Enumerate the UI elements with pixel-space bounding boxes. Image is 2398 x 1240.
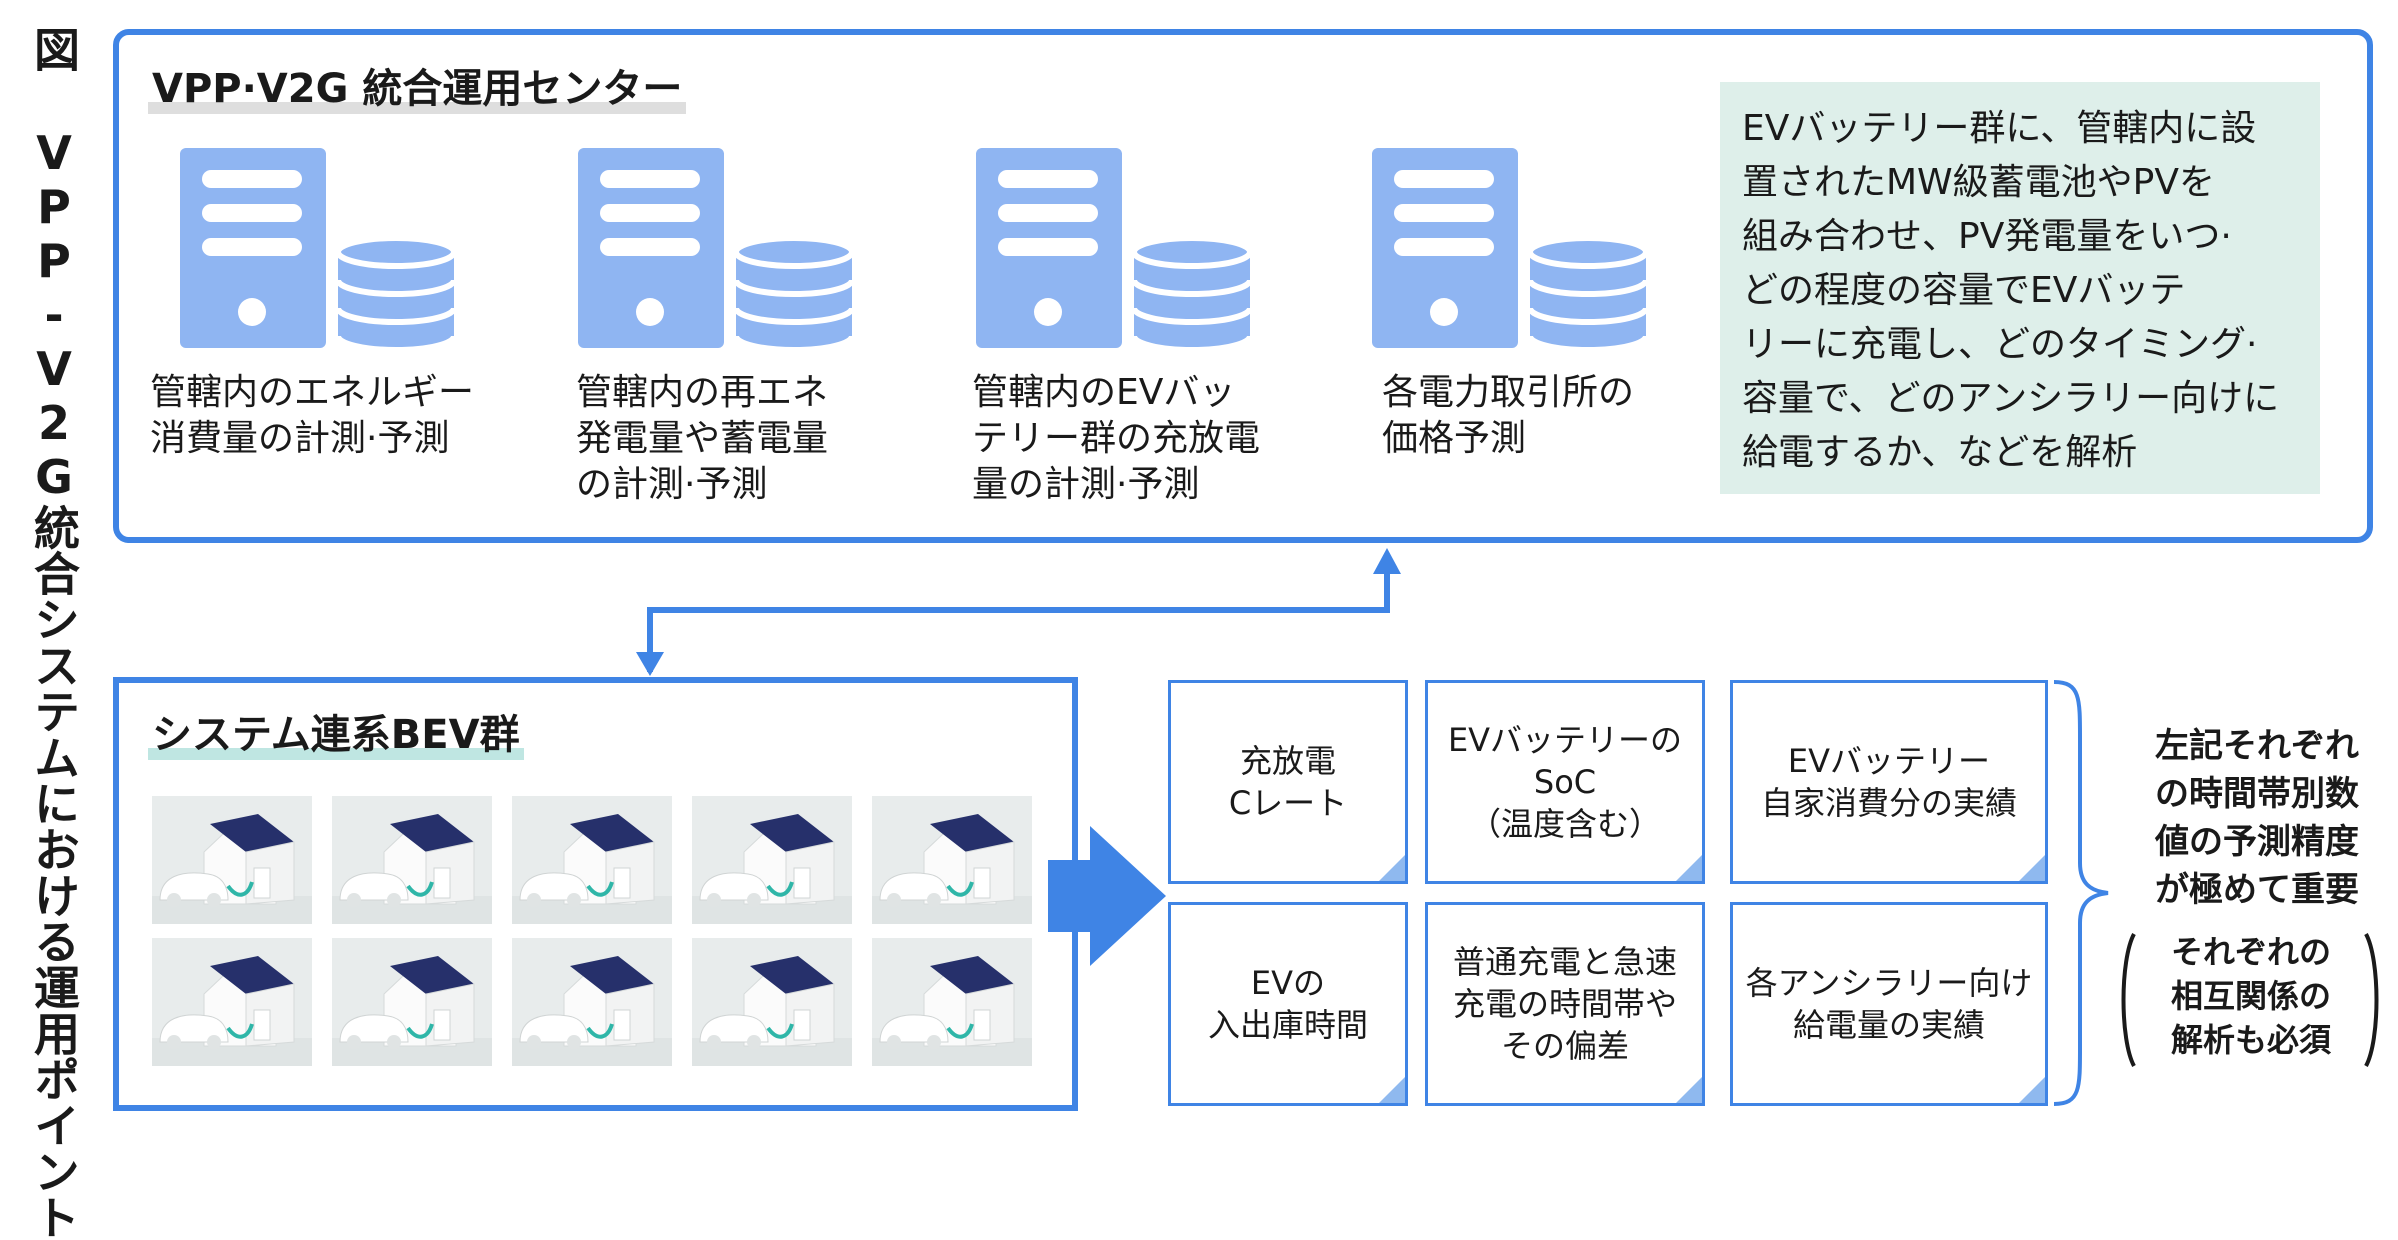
conclusion-text: 左記それぞれの時間帯別数値の予測精度が極めて重要	[2132, 722, 2382, 914]
text-line: 消費量の計測·予測	[150, 418, 450, 459]
text-line: EVバッテリー	[1787, 742, 1991, 780]
analysis-note: EVバッテリー群に、管轄内に設置されたMW級蓄電池やPVを組み合わせ、PV発電量…	[1720, 82, 2320, 494]
text-line: 置されたMW級蓄電池やPVを	[1742, 162, 2215, 203]
text-line: 相互関係の	[2170, 977, 2331, 1015]
text-line: 給電するか、などを解析	[1742, 432, 2138, 473]
center-item-label: 管轄内のEVバッテリー群の充放電量の計測·予測	[972, 370, 1260, 508]
text-line: が極めて重要	[2155, 870, 2359, 910]
center-item: 管轄内のエネルギー消費量の計測·予測	[150, 142, 474, 462]
bidirectional-connector	[636, 548, 1401, 676]
text-line: EVバッテリーの	[1447, 721, 1683, 759]
factor-box: 各アンシラリー向け給電量の実績	[1730, 902, 2048, 1106]
page-fold-icon	[2019, 1077, 2045, 1103]
center-item: 管轄内の再エネ発電量や蓄電量の計測·予測	[576, 142, 858, 508]
text-line: テリー群の充放電	[972, 418, 1261, 459]
big-right-arrow-icon	[1048, 826, 1166, 966]
text-line: 解析も必須	[2170, 1021, 2331, 1059]
center-item-label: 管轄内のエネルギー消費量の計測·予測	[150, 370, 474, 462]
house-solar-ev-icon	[872, 938, 1032, 1066]
text-line: の計測·予測	[576, 464, 768, 505]
center-item-label: 各電力取引所の価格予測	[1382, 370, 1652, 462]
text-line: 量の計測·予測	[972, 464, 1200, 505]
house-solar-ev-icon	[872, 796, 1032, 924]
factor-box: 普通充電と急速充電の時間帯やその偏差	[1425, 902, 1705, 1106]
bev-group-title: システム連系BEV群	[148, 712, 524, 760]
text-line: 充放電	[1239, 742, 1336, 780]
text-line: Cレート	[1228, 784, 1348, 822]
text-line: 価格予測	[1382, 418, 1527, 459]
text-line: その偏差	[1500, 1027, 1629, 1065]
server-database-icon	[976, 148, 1253, 352]
sub-conclusion-text: それぞれの相互関係の解析も必須	[2138, 930, 2364, 1062]
text-line: 管轄内のエネルギー	[150, 372, 475, 413]
factor-box: EVの入出庫時間	[1168, 902, 1408, 1106]
house-solar-ev-icon	[152, 796, 312, 924]
house-solar-ev-icon	[512, 796, 672, 924]
server-database-icon	[1372, 148, 1649, 352]
text-line: 入出庫時間	[1207, 1006, 1368, 1044]
house-solar-ev-icon	[332, 796, 492, 924]
text-line: 各アンシラリー向け	[1745, 964, 2033, 1002]
text-line: リーに充電し、どのタイミング·	[1742, 324, 2258, 365]
figure-title: 図 VPP-V2G統合システムにおける運用ポイント	[27, 26, 81, 1240]
text-line: 給電量の実績	[1792, 1006, 1985, 1044]
text-line: SoC	[1533, 763, 1597, 801]
center-item: 管轄内のEVバッテリー群の充放電量の計測·予測	[972, 142, 1260, 508]
text-line: 普通充電と急速	[1452, 943, 1677, 981]
text-line: 左記それぞれ	[2155, 726, 2359, 766]
text-line: 各電力取引所の	[1382, 372, 1635, 413]
right-paren-icon	[2364, 933, 2379, 1067]
factor-label: 普通充電と急速充電の時間帯やその偏差	[1453, 941, 1677, 1067]
factor-label: EVの入出庫時間	[1208, 962, 1368, 1046]
text-line: それぞれの	[2170, 933, 2331, 971]
connector-arrow-icon	[636, 548, 1401, 676]
factor-label: 各アンシラリー向け給電量の実績	[1746, 962, 2033, 1046]
page-fold-icon	[1379, 1077, 1405, 1103]
server-database-icon	[180, 148, 457, 352]
text-line: 自家消費分の実績	[1760, 784, 2017, 822]
center-item: 各電力取引所の価格予測	[1372, 142, 1652, 462]
text-line: 組み合わせ、PV発電量をいつ·	[1742, 216, 2232, 257]
house-solar-ev-icon	[692, 796, 852, 924]
text-line: 容量で、どのアンシラリー向けに	[1742, 378, 2280, 419]
factor-label: EVバッテリーの SoC （温度含む）	[1448, 719, 1682, 845]
text-line: 管轄内の再エネ	[576, 372, 829, 413]
text-line: の時間帯別数	[2155, 774, 2359, 814]
operation-center-title: VPP·V2G 統合運用センター	[148, 66, 687, 114]
text-line: 管轄内のEVバッ	[972, 372, 1236, 413]
factor-box: EVバッテリー自家消費分の実績	[1730, 680, 2048, 884]
text-line: EVの	[1250, 964, 1326, 1002]
page-fold-icon	[1676, 1077, 1702, 1103]
text-line: 値の予測精度	[2155, 822, 2359, 862]
factor-box: EVバッテリーの SoC （温度含む）	[1425, 680, 1705, 884]
page-fold-icon	[1379, 855, 1405, 881]
factor-label: EVバッテリー自家消費分の実績	[1761, 740, 2017, 824]
house-solar-ev-icon	[152, 938, 312, 1066]
left-paren-icon	[2121, 933, 2136, 1067]
text-line: 充電の時間帯や	[1452, 985, 1677, 1023]
house-solar-ev-icon	[512, 938, 672, 1066]
factor-box: 充放電 Cレート	[1168, 680, 1408, 884]
text-line: EVバッテリー群に、管轄内に設	[1742, 108, 2257, 149]
page-fold-icon	[1676, 855, 1702, 881]
server-database-icon	[578, 148, 855, 352]
page-fold-icon	[2019, 855, 2045, 881]
house-solar-ev-icon	[332, 938, 492, 1066]
center-item-label: 管轄内の再エネ発電量や蓄電量の計測·予測	[576, 370, 858, 508]
text-line: 発電量や蓄電量	[576, 418, 829, 459]
text-line: どの程度の容量でEVバッテ	[1742, 270, 2186, 311]
factor-label: 充放電 Cレート	[1229, 740, 1347, 824]
house-solar-ev-icon	[692, 938, 852, 1066]
text-line: （温度含む）	[1468, 805, 1661, 843]
right-brace-icon	[2053, 680, 2109, 1106]
